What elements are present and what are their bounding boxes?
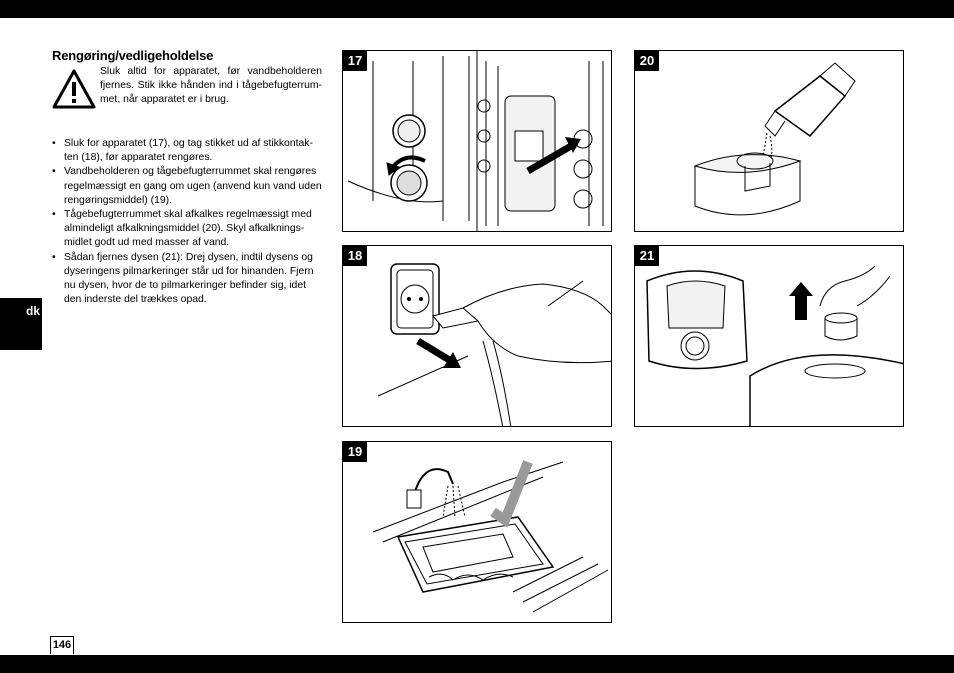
warning-block: Sluk altid for apparatet, før vandbehold… (52, 65, 322, 121)
list-item: Vandbeholderen og tågebefugterrummet ska… (52, 165, 322, 208)
figure-label: 19 (343, 442, 367, 462)
figure-20: 20 (634, 50, 904, 232)
bottom-bar (0, 655, 954, 673)
instruction-list: Sluk for apparatet (17), og tag stikket … (52, 137, 322, 307)
figure-17: 17 (342, 50, 612, 232)
language-tab: dk (0, 298, 42, 350)
up-arrow-icon (789, 282, 813, 320)
warning-text: Sluk altid for apparatet, før vandbehold… (100, 66, 322, 106)
warning-triangle-icon (52, 69, 96, 109)
figure-18-illustration (377, 263, 611, 426)
page-number: 146 (50, 636, 74, 654)
top-bar (0, 0, 954, 18)
checkmark-icon (490, 460, 533, 528)
arrow-icon (526, 137, 581, 175)
section-title: Rengøring/vedligeholdelse (52, 48, 214, 63)
figure-21: 21 (634, 245, 904, 427)
figure-label: 17 (343, 51, 367, 71)
list-item: Sådan fjernes dysen (21): Drej dysen, in… (52, 251, 322, 308)
figure-label: 18 (343, 246, 367, 266)
figure-19: 19 (342, 441, 612, 623)
figure-17-illustration (347, 51, 604, 231)
text-column: Rengøring/vedligeholdelse Sluk altid for… (52, 48, 322, 307)
figure-20-illustration (693, 62, 856, 216)
figure-19-illustration (372, 460, 609, 613)
arrow-icon (416, 338, 461, 368)
figure-label: 21 (635, 246, 659, 266)
figure-21-illustration (646, 265, 903, 426)
list-item: Tågebefugterrummet skal afkalkes regelmæ… (52, 208, 322, 251)
figure-label: 20 (635, 51, 659, 71)
list-item: Sluk for apparatet (17), og tag stikket … (52, 137, 322, 165)
figure-18: 18 (342, 245, 612, 427)
